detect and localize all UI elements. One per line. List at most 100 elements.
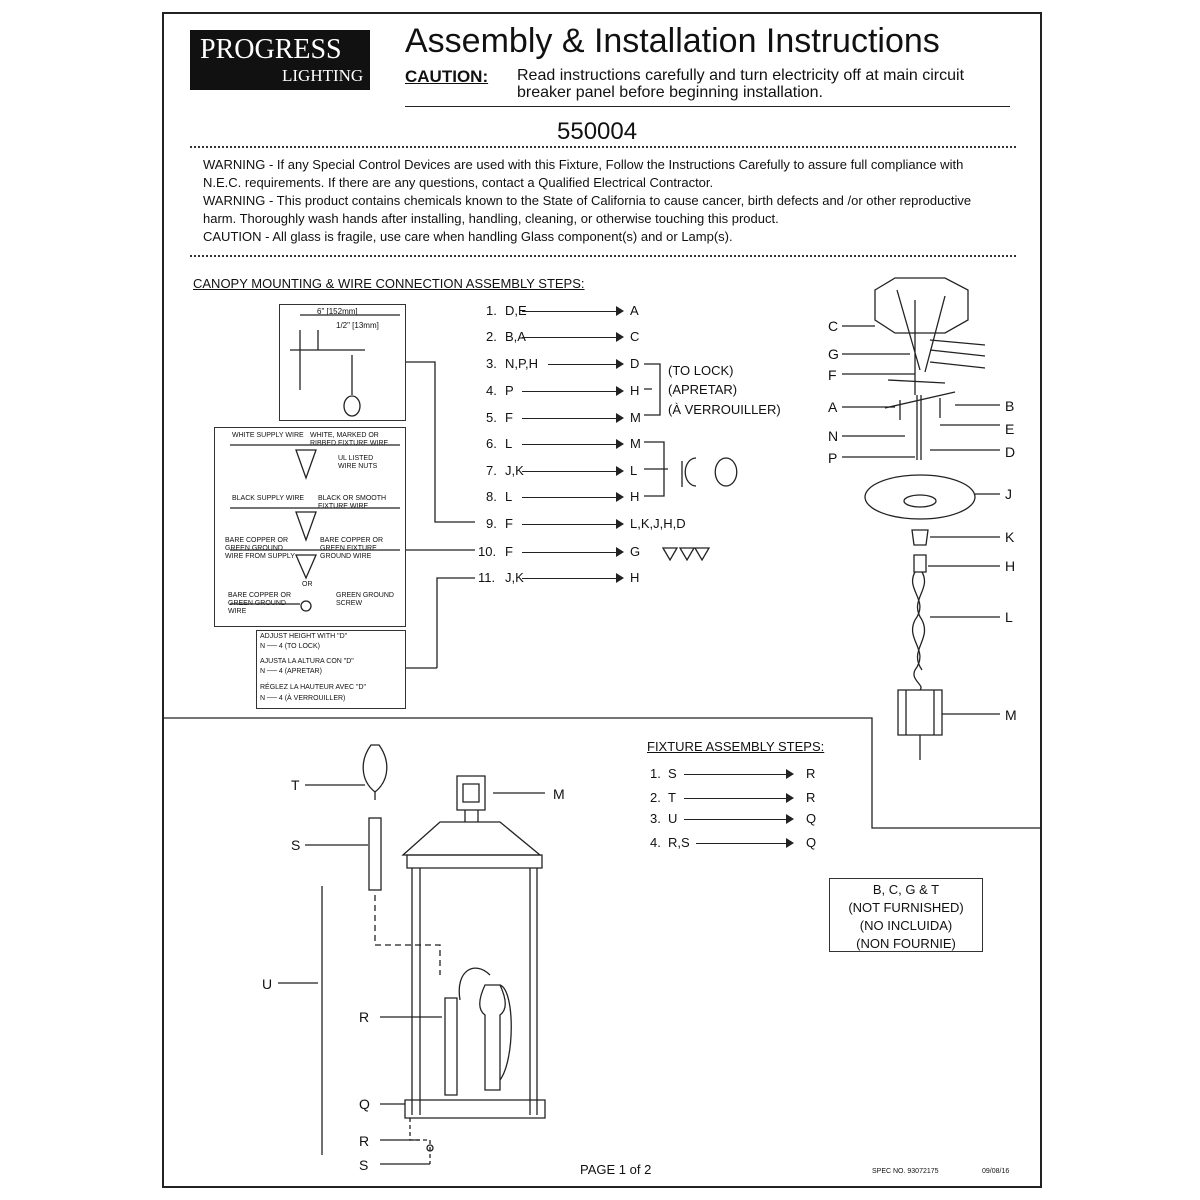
part-label-c: C	[828, 318, 839, 334]
arrow-head-icon	[616, 573, 624, 583]
arrow-head-icon	[616, 413, 624, 423]
or-label: OR	[302, 581, 313, 588]
step-to-parts: R	[806, 766, 816, 781]
step-to-parts: Q	[806, 811, 817, 826]
arrow-head-icon	[786, 838, 794, 848]
step-arrow	[522, 444, 620, 445]
arrow-head-icon	[616, 386, 624, 396]
adjust-fr: RÉGLEZ LA HAUTEUR AVEC "D"	[260, 684, 366, 691]
step-to-parts: H	[630, 489, 640, 504]
step-from-parts: D,E	[505, 303, 527, 318]
part-label-l: L	[1005, 609, 1013, 625]
warnings-block: WARNING - If any Special Control Devices…	[203, 156, 1003, 246]
lantern-cap-m	[897, 689, 943, 736]
warning-1: WARNING - If any Special Control Devices…	[203, 157, 964, 190]
part-label-a: A	[828, 399, 838, 415]
fixture-label-t: T	[291, 777, 300, 793]
step-to-parts: C	[630, 329, 640, 344]
step-to-parts: M	[630, 436, 641, 451]
step-number: 9.	[486, 516, 497, 531]
arrow-head-icon	[616, 439, 624, 449]
lamp-t	[362, 744, 388, 793]
dotted-divider-bottom	[190, 255, 1016, 257]
step-from-parts: F	[505, 544, 513, 559]
fixture-label-m: M	[553, 786, 565, 802]
part-label-f: F	[828, 367, 837, 383]
black-supply-label: BLACK SUPPLY WIRE	[232, 495, 305, 502]
page-number: PAGE 1 of 2	[580, 1162, 652, 1177]
step-from-parts: P	[505, 383, 514, 398]
step-number: 4.	[650, 835, 661, 850]
black-fixture-label: BLACK OR SMOOTH FIXTURE WIRE	[318, 495, 387, 510]
part-label-j: J	[1005, 486, 1012, 502]
step-number: 2.	[650, 790, 661, 805]
dotted-divider-top	[190, 146, 1016, 148]
step-number: 10.	[478, 544, 497, 559]
step-arrow	[684, 774, 788, 775]
adjust-en-sub: N ── 4 (TO LOCK)	[260, 643, 320, 650]
section-divider	[162, 717, 1040, 829]
logo-line-1: PROGRESS	[200, 34, 342, 65]
step-to-parts: M	[630, 410, 641, 425]
fixture-steps-heading: FIXTURE ASSEMBLY STEPS:	[647, 739, 825, 754]
step-from-parts: T	[668, 790, 676, 805]
white-fixture-label: WHITE, MARKED OR RIBBED FIXTURE WIRE	[310, 432, 389, 447]
wiring-diagram-box	[214, 427, 406, 627]
step-arrow	[522, 578, 620, 579]
arrow-head-icon	[616, 306, 624, 316]
adjust-fr-sub: N ── 4 (À VERROUILLER)	[260, 695, 346, 702]
arrow-head-icon	[616, 492, 624, 502]
step-arrow	[522, 552, 620, 553]
step-arrow	[548, 364, 620, 365]
step-arrow	[522, 497, 620, 498]
white-supply-label: WHITE SUPPLY WIRE	[232, 432, 304, 439]
arrow-head-icon	[616, 359, 624, 369]
arrow-head-icon	[616, 332, 624, 342]
arrow-head-icon	[616, 519, 624, 529]
fixture-label-s: S	[291, 837, 301, 853]
step-number: 7.	[486, 463, 497, 478]
step-to-parts: Q	[806, 835, 817, 850]
fixture-label-q: Q	[359, 1096, 370, 1112]
ground-screw-label: GREEN GROUND SCREW	[336, 592, 394, 607]
arrow-head-icon	[616, 547, 624, 557]
part-label-e: E	[1005, 421, 1015, 437]
fixture-label-r: R	[359, 1009, 370, 1025]
step-from-parts: U	[668, 811, 678, 826]
socket-s	[368, 817, 382, 891]
step-number: 11.	[478, 570, 496, 585]
part-label-n: N	[828, 428, 839, 444]
model-number: 550004	[557, 118, 638, 145]
step-number: 1.	[486, 303, 497, 318]
not-furnished-fr: (NON FOURNIE)	[856, 936, 956, 951]
fixture-label-s-2: S	[359, 1157, 369, 1173]
part-label-k: K	[1005, 529, 1015, 545]
step-to-parts: G	[630, 544, 641, 559]
not-furnished-en: (NOT FURNISHED)	[848, 900, 964, 915]
arrow-head-icon	[786, 793, 794, 803]
warning-2: WARNING - This product contains chemical…	[203, 193, 972, 226]
step-from-parts: S	[668, 766, 677, 781]
step-from-parts: F	[505, 410, 513, 425]
step-number: 1.	[650, 766, 661, 781]
step-from-parts: J,K	[505, 463, 524, 478]
logo-line-2: LIGHTING	[282, 66, 364, 85]
canopy-plate	[874, 277, 969, 334]
step-number: 6.	[486, 436, 497, 451]
canopy-steps-heading: CANOPY MOUNTING & WIRE CONNECTION ASSEMB…	[193, 276, 585, 291]
step-arrow	[684, 798, 788, 799]
step-number: 3.	[650, 811, 661, 826]
step-from-parts: L	[505, 489, 513, 504]
part-label-h: H	[1005, 558, 1016, 574]
step-to-parts: H	[630, 383, 640, 398]
lock-label-fr: (À VERROUILLER)	[668, 402, 781, 417]
not-furnished-box: B, C, G & T (NOT FURNISHED) (NO INCLUIDA…	[829, 878, 983, 952]
not-furnished-es: (NO INCLUIDA)	[859, 918, 953, 933]
step-to-parts: R	[806, 790, 816, 805]
canopy-shade	[864, 474, 976, 520]
part-label-b: B	[1005, 398, 1015, 414]
instruction-sheet	[162, 12, 1042, 1188]
fixture-label-u: U	[262, 976, 273, 992]
step-from-parts: R,S	[668, 835, 690, 850]
step-number: 8.	[486, 489, 497, 504]
